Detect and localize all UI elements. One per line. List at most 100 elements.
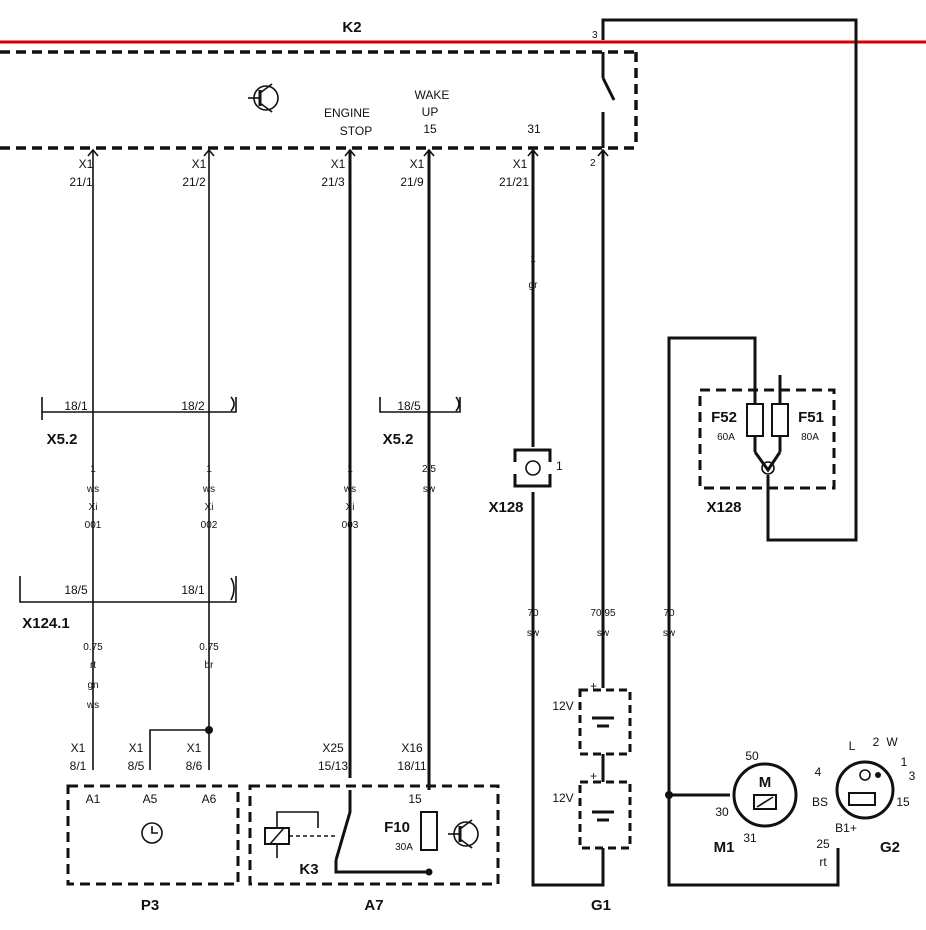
g2-t4: 4 [815, 765, 822, 779]
a7-pin-num: 18/11 [397, 759, 426, 773]
g2-alternator: L 2 W 1 3 4 BS 15 B1+ 25 rt G2 [812, 735, 916, 869]
wire-size: 70 [527, 608, 539, 619]
k2-switch-pin-bottom: 2 [590, 158, 596, 169]
x124-1-connector: 18/5 18/1 X124.1 [19, 576, 237, 632]
wire-color: rt [90, 660, 96, 671]
fuse-f51-rating: 80A [801, 432, 819, 443]
k2-pin-num: 21/2 [182, 175, 206, 189]
wire-size: 0.75 [199, 642, 219, 653]
wire-color: sw [663, 628, 676, 639]
k2-wake-pin: 15 [423, 122, 437, 136]
g2-w: W [886, 735, 898, 749]
g2-bs: BS [812, 795, 828, 809]
wire-labels-lower: 0.75 rt gn ws 0.75 br 70 sw 70/95 sw 70 … [83, 608, 676, 711]
g2-b1: B1+ [835, 821, 857, 835]
k2-pin-conn: X1 [79, 157, 94, 171]
g1-battery: + + 12V 12V G1 [552, 679, 632, 914]
wire-k2-loop [601, 18, 858, 542]
k2-pin-labels: X1 21/1 X1 21/2 X1 21/3 X1 21/9 X1 21/21 [69, 157, 529, 189]
g2-t15: 15 [896, 795, 910, 809]
fuse-f52-rating: 60A [717, 432, 735, 443]
x5-2-left-label: X5.2 [47, 431, 78, 448]
wire-color: ws [343, 484, 356, 495]
k3-label: K3 [299, 861, 318, 878]
g2-wire-num: 25 [816, 837, 830, 851]
fuse-f51-icon [771, 403, 789, 437]
p3-term: A1 [86, 792, 101, 806]
m1-starter: M 50 30 31 M1 [714, 749, 798, 856]
p3-pin-num: 8/5 [128, 759, 145, 773]
battery-plus: + [590, 769, 597, 783]
battery-voltage: 12V [552, 791, 573, 805]
wire-ground [531, 492, 605, 887]
x128-left-connector: 1 X128 [488, 448, 563, 516]
x5-2-left-connector: 18/1 18/2 X5.2 [41, 396, 237, 448]
p3-pin-conn: X1 [187, 741, 202, 755]
wire-num: 001 [85, 520, 102, 531]
k2-label: K2 [342, 19, 361, 36]
wire-color: sw [527, 628, 540, 639]
g2-t1: 1 [901, 755, 908, 769]
k2-pin-num: 21/21 [499, 175, 529, 189]
x128-right-label: X128 [706, 499, 741, 516]
wire-size: 2.5 [422, 464, 436, 475]
p3-pin-conn: X1 [129, 741, 144, 755]
fuse-f52-name: F52 [711, 409, 737, 426]
wires [92, 18, 858, 887]
m1-symbol: M [759, 774, 772, 791]
k2-wake-label: WAKE [415, 88, 450, 102]
transistor-icon [448, 819, 479, 849]
x5-2-right-label: X5.2 [383, 431, 414, 448]
wire-color: sw [423, 484, 436, 495]
regulator-icon [848, 792, 876, 806]
x5-2-pin: 18/5 [397, 399, 421, 413]
a7-pin-conn: X16 [401, 741, 423, 755]
a7-term: 15 [408, 792, 422, 806]
k2-switch-pin-top: 3 [592, 30, 598, 41]
solenoid-icon [753, 794, 777, 810]
battery-plus: + [590, 679, 597, 693]
x5-2-pin: 18/1 [64, 399, 88, 413]
relay-k3-icon [264, 790, 433, 876]
wire-size: 1 [90, 464, 96, 475]
fuse-f10-name: F10 [384, 819, 410, 836]
a7-module: X25 15/13 X16 18/11 15 K3 F10 30A [248, 741, 500, 914]
g2-l: L [849, 739, 856, 753]
wire-type: Xi [89, 502, 98, 513]
wire-size: 70/95 [590, 608, 615, 619]
x5-2-pin: 18/2 [181, 399, 205, 413]
pin-markers [87, 148, 609, 157]
wire-size: 1 [347, 464, 353, 475]
battery-voltage: 12V [552, 699, 573, 713]
wire-color: br [205, 660, 215, 671]
wire-color: ws [202, 484, 215, 495]
x128-right-fusebox: F52 60A F51 80A X128 [698, 375, 836, 516]
k2-stop-label: STOP [340, 124, 372, 138]
wire-num: 002 [201, 520, 218, 531]
m1-t30: 30 [715, 805, 729, 819]
g2-w-num: 2 [873, 735, 880, 749]
fuse-f10-rating: 30A [395, 842, 413, 853]
x128-left-pin: 1 [556, 459, 563, 473]
wire-color: gn [87, 680, 98, 691]
wire-size: 0.75 [83, 642, 103, 653]
k2-ground-pin: 31 [527, 122, 541, 136]
wire-color: ws [86, 700, 99, 711]
g2-wire-color: rt [819, 855, 827, 869]
wire-8 [667, 336, 757, 797]
wire-size: 1 [530, 254, 536, 265]
k2-module: K2 ENGINE STOP WAKE UP 15 31 3 2 [0, 19, 638, 169]
m1-t31: 31 [743, 831, 757, 845]
wire-color: ws [86, 484, 99, 495]
transistor-icon [248, 83, 279, 113]
fuse-f51-name: F51 [798, 409, 824, 426]
k2-pin-conn: X1 [513, 157, 528, 171]
k2-pin-conn: X1 [192, 157, 207, 171]
x124-pin: 18/1 [181, 583, 205, 597]
g1-label: G1 [591, 897, 611, 914]
p3-instrument: X1 8/1 X1 8/5 X1 8/6 A1 A5 A6 P3 [66, 741, 240, 914]
x128-left-label: X128 [488, 499, 523, 516]
a7-pin-num: 15/13 [318, 759, 348, 773]
junction-dot [205, 726, 213, 734]
